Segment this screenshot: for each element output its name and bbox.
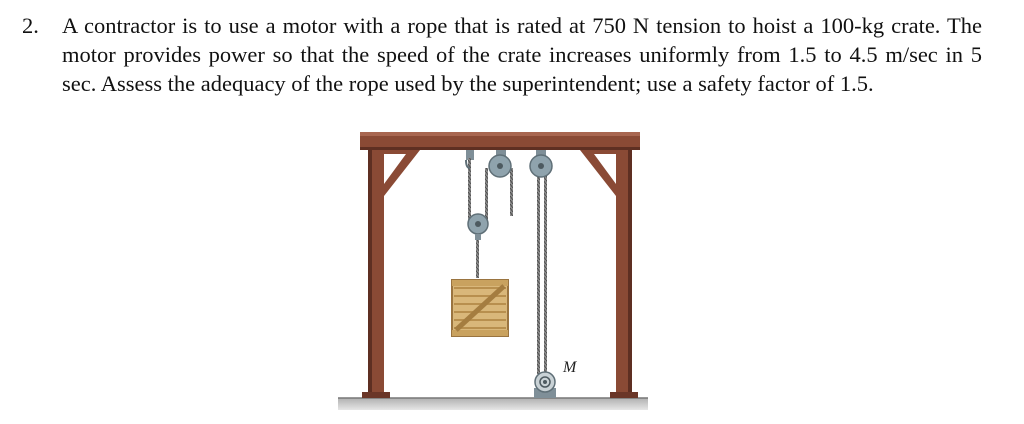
ropes	[468, 158, 547, 374]
fixed-pulley-right	[529, 154, 553, 178]
ground	[338, 398, 648, 410]
frame	[360, 132, 640, 398]
left-brace	[384, 150, 420, 196]
problem-number: 2.	[22, 13, 39, 38]
motor-label: M	[562, 359, 578, 376]
crate	[451, 279, 509, 337]
problem-text: A contractor is to use a motor with a ro…	[62, 13, 982, 96]
hoist-figure: M	[330, 120, 660, 420]
hoist-diagram: M	[338, 132, 648, 410]
fixed-pulley-left	[488, 154, 512, 178]
movable-pulley	[467, 213, 489, 240]
problem-statement: 2. A contractor is to use a motor with a…	[22, 11, 982, 98]
right-brace	[580, 150, 616, 196]
motor	[534, 371, 556, 398]
top-beam	[360, 132, 640, 150]
